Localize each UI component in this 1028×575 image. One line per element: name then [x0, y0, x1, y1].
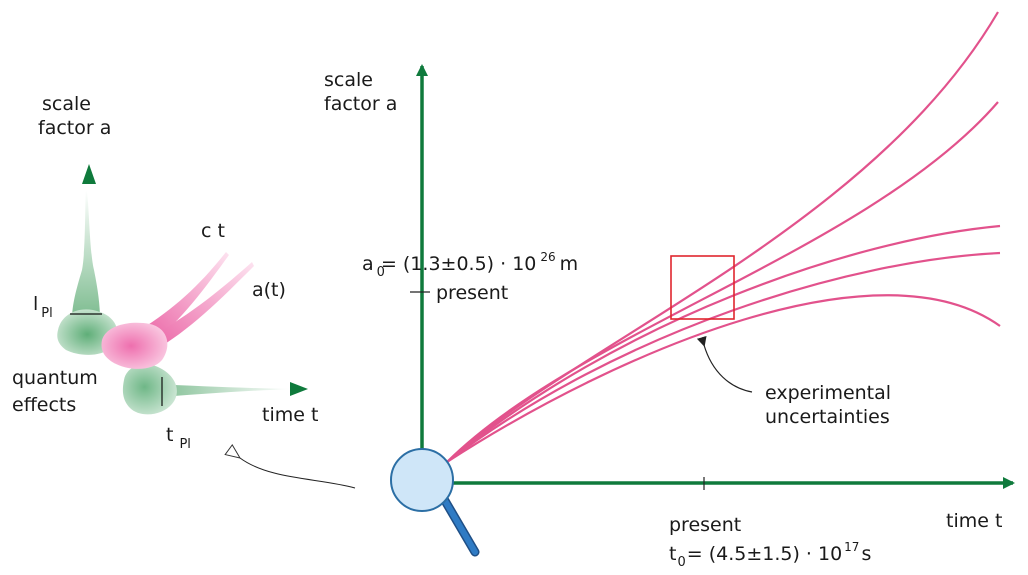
- quantum-label-line1: quantum: [12, 367, 98, 389]
- zoom-arrow: [240, 458, 355, 488]
- curve-4: [447, 253, 1000, 462]
- x-axis-label: time t: [946, 510, 1002, 532]
- inset-y-label-line1: scale: [42, 93, 91, 115]
- magnifier-icon: [391, 449, 475, 552]
- uncertainty-label-line2: uncertainties: [765, 406, 890, 428]
- curve-2: [447, 102, 998, 462]
- quantum-label-line2: effects: [12, 394, 76, 416]
- uncertainty-label-line1: experimental: [765, 382, 891, 404]
- at-label: a(t): [252, 279, 286, 301]
- ct-label: c t: [201, 220, 225, 242]
- expansion-curves: [447, 12, 1000, 462]
- inset-y-arrowhead: [82, 164, 96, 184]
- y-axis-label-line2: factor a: [324, 93, 397, 115]
- quantum-blob-pink: [102, 323, 168, 369]
- inset-x-arrowhead: [290, 382, 308, 396]
- inset-y-axis-spike: [72, 190, 100, 320]
- inset-y-label-line2: factor a: [38, 117, 111, 139]
- y-axis-label-line1: scale: [324, 69, 373, 91]
- inset-x-label: time t: [262, 404, 318, 426]
- uncertainty-arrow: [704, 345, 752, 392]
- curve-1: [447, 12, 998, 462]
- present-label-x: present: [669, 514, 741, 536]
- present-label-y: present: [436, 282, 508, 304]
- quantum-blob-lower: [123, 364, 177, 414]
